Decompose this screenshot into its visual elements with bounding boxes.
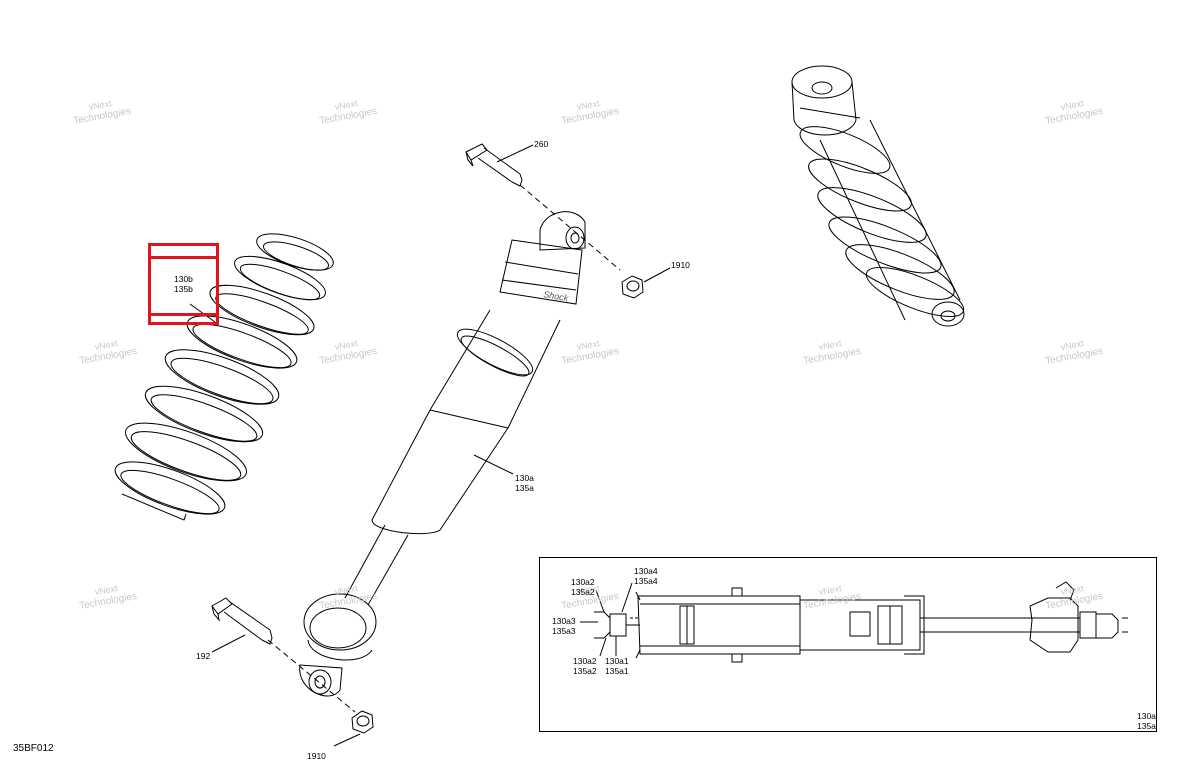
callout-135a3[interactable]: 135a3 [552,626,576,636]
coil-spring [114,233,334,521]
callout-135a2-bottom[interactable]: 135a2 [573,666,597,676]
nut-1910-bottom [333,710,374,747]
callout-192[interactable]: 192 [196,651,211,661]
callout-260[interactable]: 260 [534,139,549,149]
callout-130a1[interactable]: 130a1 [605,656,629,666]
callout-130a[interactable]: 130a [515,473,534,483]
callout-130a4[interactable]: 130a4 [634,566,658,576]
bolt-260 [465,143,534,187]
callout-1910-top[interactable]: 1910 [671,260,690,270]
assembled-shock [791,65,965,327]
callout-130a2-bottom[interactable]: 130a2 [573,656,597,666]
highlight-bar-bottom [151,313,216,316]
callout-135a1[interactable]: 135a1 [605,666,629,676]
callout-135a2-top[interactable]: 135a2 [571,587,595,597]
part-highlight-box[interactable] [148,243,219,325]
nut-1910-top [621,267,671,299]
callout-135a4[interactable]: 135a4 [634,576,658,586]
callout-130b[interactable]: 130b [174,274,193,284]
callout-1910-bottom[interactable]: 1910 [307,751,326,761]
inset-frame [539,557,1157,732]
shock-absorber: Shock [299,211,586,697]
bolt-192 [211,597,273,653]
callout-135b[interactable]: 135b [174,284,193,294]
callout-130a-inset[interactable]: 130a [1137,711,1156,721]
svg-text:Shock: Shock [543,289,570,303]
callout-135a[interactable]: 135a [515,483,534,493]
diagram-code: 35BF012 [13,743,54,754]
callout-130a3[interactable]: 130a3 [552,616,576,626]
callout-130a2-top[interactable]: 130a2 [571,577,595,587]
inset-section-view [580,581,1128,663]
highlight-bar-top [151,256,216,259]
callout-135a-inset[interactable]: 135a [1137,721,1156,731]
